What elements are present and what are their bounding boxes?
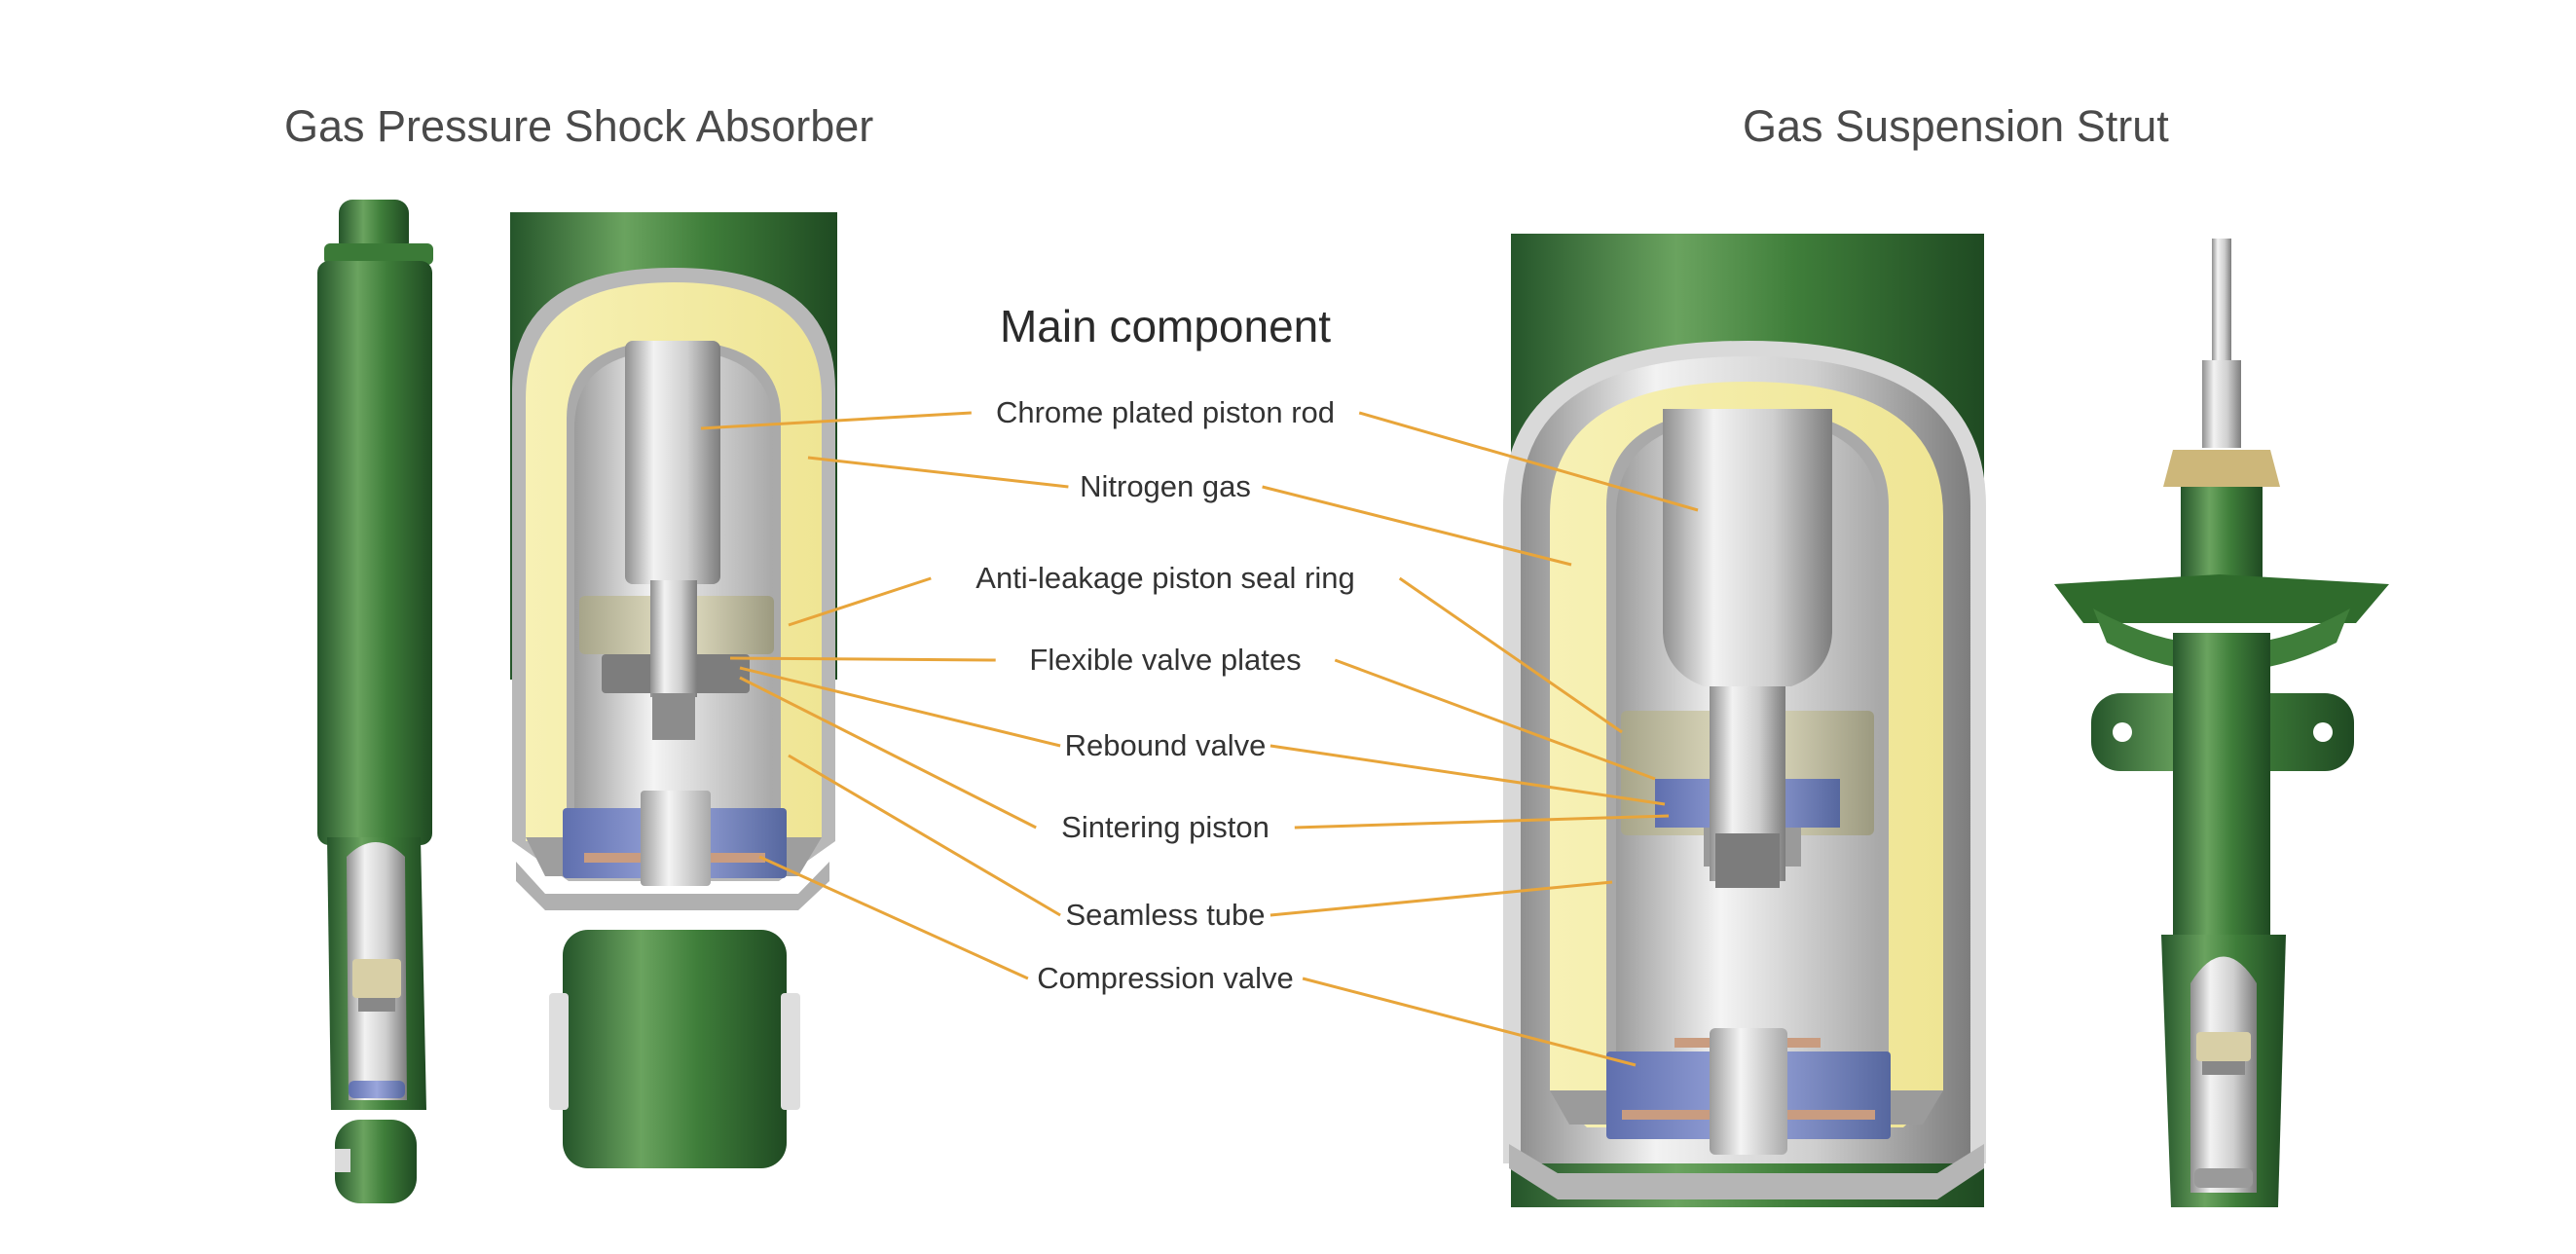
title-main-component: Main component (999, 301, 1332, 351)
leader-line-rebound-right (1270, 744, 1666, 806)
label-nitrogen: Nitrogen gas (1077, 469, 1254, 504)
shock-absorber-cutaway (510, 212, 837, 1168)
leader-line-chrome-rod-right (1358, 411, 1699, 512)
leader-line-sintering-right (1294, 814, 1670, 830)
label-rebound: Rebound valve (1061, 728, 1270, 763)
leader-line-compression-right (1302, 977, 1637, 1067)
title-suspension-strut: Gas Suspension Strut (1743, 101, 2169, 151)
leader-lines (700, 411, 1699, 1067)
leader-line-nitrogen-left (807, 456, 1069, 489)
leader-line-rebound-left (739, 666, 1061, 748)
leader-line-nitrogen-right (1262, 485, 1572, 567)
strut-cutaway (1503, 234, 1986, 1207)
leader-line-seamless-right (1270, 880, 1613, 917)
leader-line-chrome-rod-left (700, 411, 972, 430)
label-compression: Compression valve (1034, 961, 1297, 996)
leader-line-valve-plates-left (729, 656, 996, 662)
label-valve-plates: Flexible valve plates (1026, 643, 1305, 678)
leader-line-sintering-left (739, 676, 1037, 830)
label-seamless: Seamless tube (1062, 898, 1269, 933)
strut-full (2054, 239, 2389, 1207)
leader-line-compression-left (758, 855, 1029, 980)
leader-line-seal-ring-right (1398, 576, 1623, 734)
leader-line-valve-plates-right (1334, 658, 1656, 781)
title-shock-absorber: Gas Pressure Shock Absorber (284, 101, 874, 151)
shock-absorber-full (317, 200, 433, 1203)
label-seal-ring: Anti-leakage piston seal ring (973, 561, 1358, 596)
leader-line-seamless-left (788, 754, 1061, 917)
label-sintering: Sintering piston (1058, 810, 1272, 845)
label-chrome-rod: Chrome plated piston rod (992, 395, 1339, 430)
leader-line-seal-ring-left (788, 576, 932, 627)
